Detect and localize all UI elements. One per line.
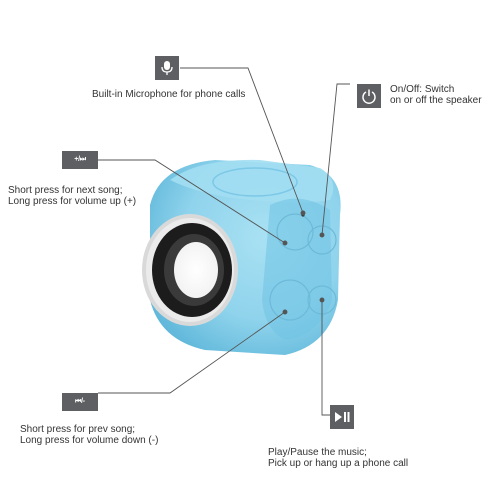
prev-volume-down-icon: ⏮/- (62, 393, 98, 411)
speaker-top (170, 159, 334, 203)
prev-label: Short press for prev song; Long press fo… (20, 424, 158, 446)
woofer (142, 214, 238, 326)
prev-label-line2: Long press for volume down (-) (20, 435, 159, 446)
power-label-line1: On/Off: Switch (390, 84, 455, 95)
play-pause-icon (330, 405, 354, 429)
next-label: Short press for next song; Long press fo… (8, 185, 136, 207)
next-label-line1: Short press for next song; (8, 185, 123, 196)
prev-label-line1: Short press for prev song; (20, 424, 136, 435)
play-label-line2: Pick up or hang up a phone call (268, 458, 409, 469)
play-label: Play/Pause the music; Pick up or hang up… (268, 447, 408, 469)
power-label: On/Off: Switch on or off the speaker (390, 84, 482, 106)
microphone-label: Built-in Microphone for phone calls (92, 89, 246, 100)
next-volume-up-icon: +/⏭ (62, 151, 98, 169)
power-icon (357, 84, 381, 108)
play-label-line1: Play/Pause the music; (268, 447, 367, 458)
next-label-line2: Long press for volume up (+) (8, 196, 137, 207)
microphone-icon (155, 56, 179, 80)
power-label-line2: on or off the speaker (390, 95, 482, 106)
